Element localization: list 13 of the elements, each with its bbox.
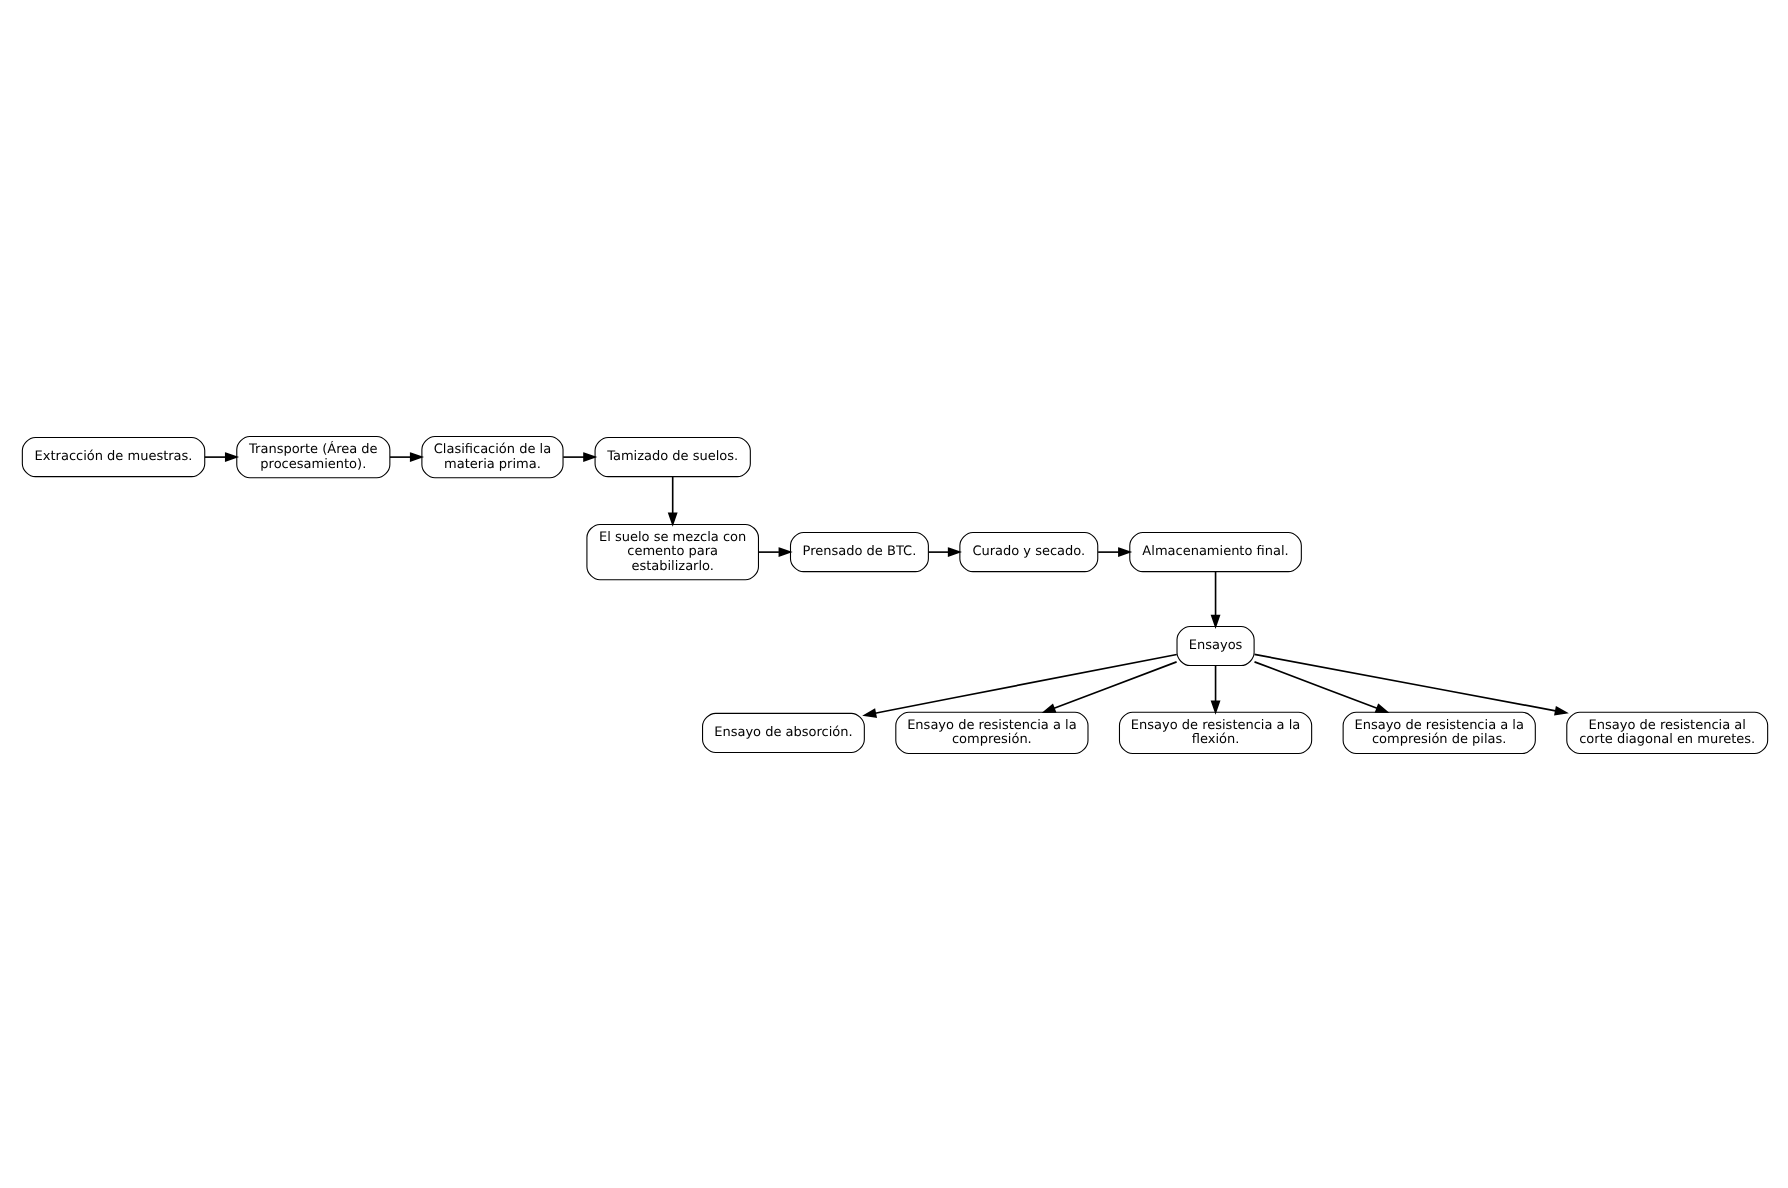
arrow [926,546,961,557]
arrow [1209,664,1220,714]
arrow [1209,569,1220,628]
arrow [1252,660,1389,712]
arrow [1096,546,1132,557]
arrow [1040,660,1177,712]
arrow [861,652,1177,717]
arrow [203,451,239,462]
arrow [388,451,424,462]
arrow [756,546,792,557]
arrow [1252,652,1568,715]
arrow [561,451,597,462]
arrow [666,475,677,526]
